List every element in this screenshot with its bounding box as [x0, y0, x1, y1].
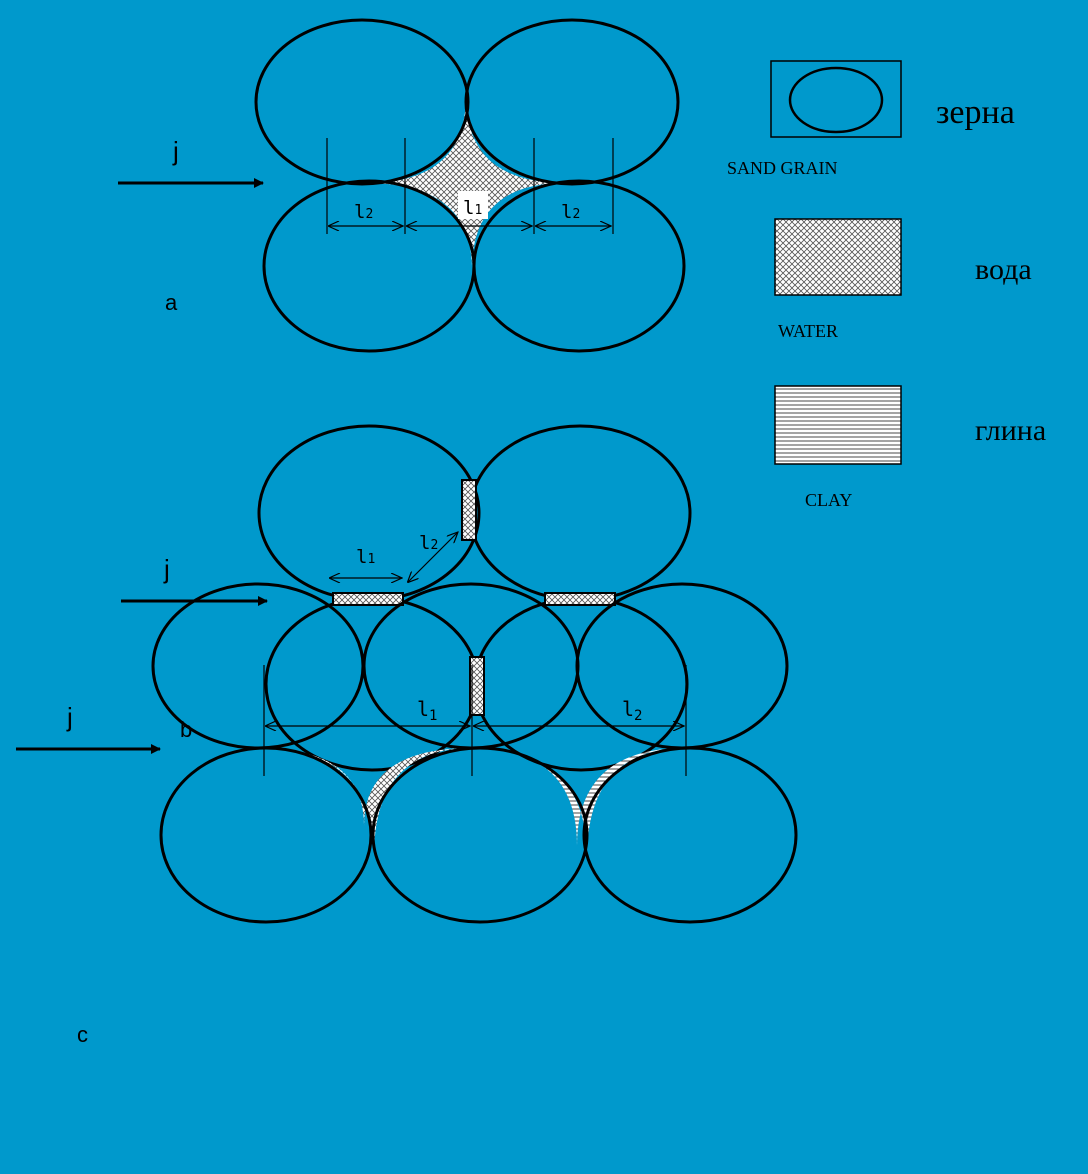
sand-grain [266, 598, 478, 770]
sand-grain [161, 748, 371, 922]
flux-label: j [163, 554, 170, 584]
panel-b: l1 l2 j b [121, 426, 690, 770]
sand-grain [153, 584, 363, 748]
legend-sand-grain-icon [790, 68, 882, 132]
sand-grain [470, 426, 690, 600]
water-bridge [545, 593, 615, 605]
sand-grain [466, 20, 678, 184]
l2-left-label: l2 [354, 201, 373, 223]
sand-grain [256, 20, 468, 184]
water-bridge [462, 480, 476, 540]
legend-sand-label-ru: зерна [936, 94, 1015, 131]
legend-sand-label-en: SAND GRAIN [727, 158, 838, 178]
legend: SAND GRAIN зерна WATER вода CLAY глина [727, 61, 1046, 510]
legend-clay-label-en: CLAY [805, 490, 852, 510]
l2-label: l2 [419, 532, 438, 554]
legend-water-swatch [775, 219, 901, 295]
legend-clay-label-ru: глина [975, 414, 1046, 447]
sand-grain [259, 426, 479, 600]
panel-a: l2 l1 l2 j a [118, 20, 684, 351]
legend-clay-swatch [775, 386, 901, 464]
legend-water-label-en: WATER [778, 321, 838, 341]
flux-label: j [172, 136, 179, 166]
l1-label: l1 [356, 546, 375, 568]
l2-label: l2 [622, 697, 642, 724]
panel-label: a [165, 290, 178, 315]
panel-label: c [77, 1022, 88, 1047]
water-pore [258, 748, 472, 852]
l2-right-label: l2 [561, 201, 580, 223]
sand-grain [584, 748, 796, 922]
flux-label: j [66, 702, 73, 732]
legend-water-label-ru: вода [975, 253, 1032, 286]
water-bridge [333, 593, 403, 605]
sand-grain [373, 748, 587, 922]
sand-grain [577, 584, 787, 748]
l1-label: l1 [417, 697, 437, 724]
